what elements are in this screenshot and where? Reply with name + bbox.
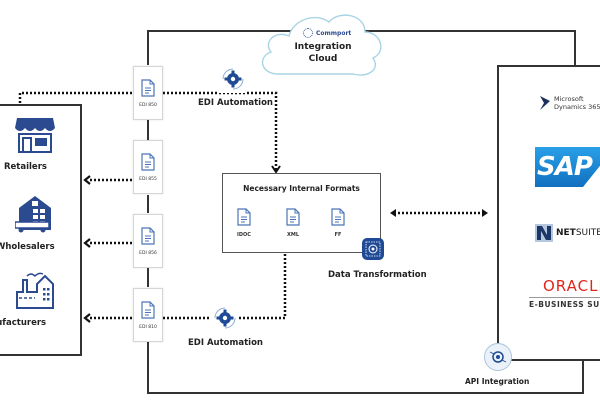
arrow-810 xyxy=(83,313,91,323)
document-icon xyxy=(141,226,155,245)
format-xml: XML xyxy=(286,208,300,238)
dotted-formats-to-810 xyxy=(163,254,287,320)
cloud-title-line1: Integration xyxy=(294,42,352,52)
arrow-855 xyxy=(83,175,91,185)
partner-wholesalers: Wholesalers xyxy=(0,194,78,252)
edi-label: EDI 850 xyxy=(139,102,157,108)
format-label: IDOC xyxy=(237,232,251,238)
gear-cycle-icon xyxy=(219,65,247,93)
document-icon xyxy=(237,208,251,226)
integration-cloud: Commport Integration Cloud xyxy=(253,2,393,82)
trading-partners-box: Retailers Wholesalers Manufacturers xyxy=(0,104,82,356)
bottom-connector xyxy=(147,340,584,394)
document-icon xyxy=(286,208,300,226)
api-integration-label: API Integration xyxy=(465,377,530,386)
edi-label: EDI 810 xyxy=(139,324,157,330)
dotted-850-to-partners xyxy=(18,91,132,104)
netsuite-rest: SUITE xyxy=(575,228,600,238)
partner-name: Wholesalers xyxy=(0,242,55,252)
arrow-down-to-formats xyxy=(271,165,281,174)
dotted-850-to-formats xyxy=(163,91,278,170)
edi-label: EDI 856 xyxy=(139,250,157,256)
edi-card-810: EDI 810 xyxy=(133,288,163,342)
edi-card-850: EDI 850 xyxy=(133,66,163,120)
edi-card-856: EDI 856 xyxy=(133,214,163,268)
edi-card-855: EDI 855 xyxy=(133,140,163,194)
netsuite-logo-icon xyxy=(535,224,553,242)
document-icon xyxy=(331,208,345,226)
erp-microsoft-dynamics: Microsoft Dynamics 365 xyxy=(539,95,600,111)
format-label: FF xyxy=(334,232,342,238)
partner-name: Manufacturers xyxy=(0,318,47,328)
partner-manufacturers: Manufacturers xyxy=(0,270,78,328)
sap-logo-text: SAP xyxy=(537,152,593,182)
format-idoc: IDOC xyxy=(237,208,251,238)
arrow-left-erp xyxy=(390,209,396,217)
edi-automation-bottom-label: EDI Automation xyxy=(188,338,263,348)
arrow-856 xyxy=(83,238,91,248)
cloud-title-line2: Cloud xyxy=(308,54,338,64)
partner-retailers: Retailers xyxy=(0,114,78,172)
store-icon xyxy=(15,118,55,153)
commport-logo-icon xyxy=(303,28,313,38)
data-transformation-label: Data Transformation xyxy=(328,270,427,280)
partner-name: Retailers xyxy=(4,162,47,172)
oracle-subtitle: E-BUSINESS SUITE xyxy=(529,300,600,309)
factory-icon xyxy=(16,272,54,309)
edi-automation-bottom xyxy=(211,304,239,332)
netsuite-bold: NET xyxy=(556,228,576,238)
arrow-right-erp xyxy=(482,209,488,217)
api-integration-icon xyxy=(484,343,512,371)
format-label: XML xyxy=(286,232,300,238)
internal-formats-title: Necessary Internal Formats xyxy=(243,184,360,193)
edi-label: EDI 855 xyxy=(139,176,157,182)
document-icon xyxy=(141,300,155,319)
microsoft-line2: Dynamics 365 xyxy=(554,103,600,111)
edi-automation-top xyxy=(219,65,247,93)
document-icon xyxy=(141,78,155,97)
data-transformation-icon xyxy=(362,238,384,260)
cloud-shape xyxy=(261,14,382,76)
cloud-brand: Commport xyxy=(316,29,352,37)
internal-formats-box: Necessary Internal Formats IDOC XML FF xyxy=(222,173,381,253)
dynamics-logo-icon xyxy=(540,96,550,110)
gear-cycle-icon xyxy=(211,304,239,332)
warehouse-truck-icon xyxy=(14,196,51,233)
format-ff: FF xyxy=(331,208,345,238)
erp-sap: SAP xyxy=(535,147,600,187)
microsoft-line1: Microsoft xyxy=(554,95,584,103)
document-icon xyxy=(141,152,155,171)
edi-automation-top-label: EDI Automation xyxy=(198,98,273,108)
